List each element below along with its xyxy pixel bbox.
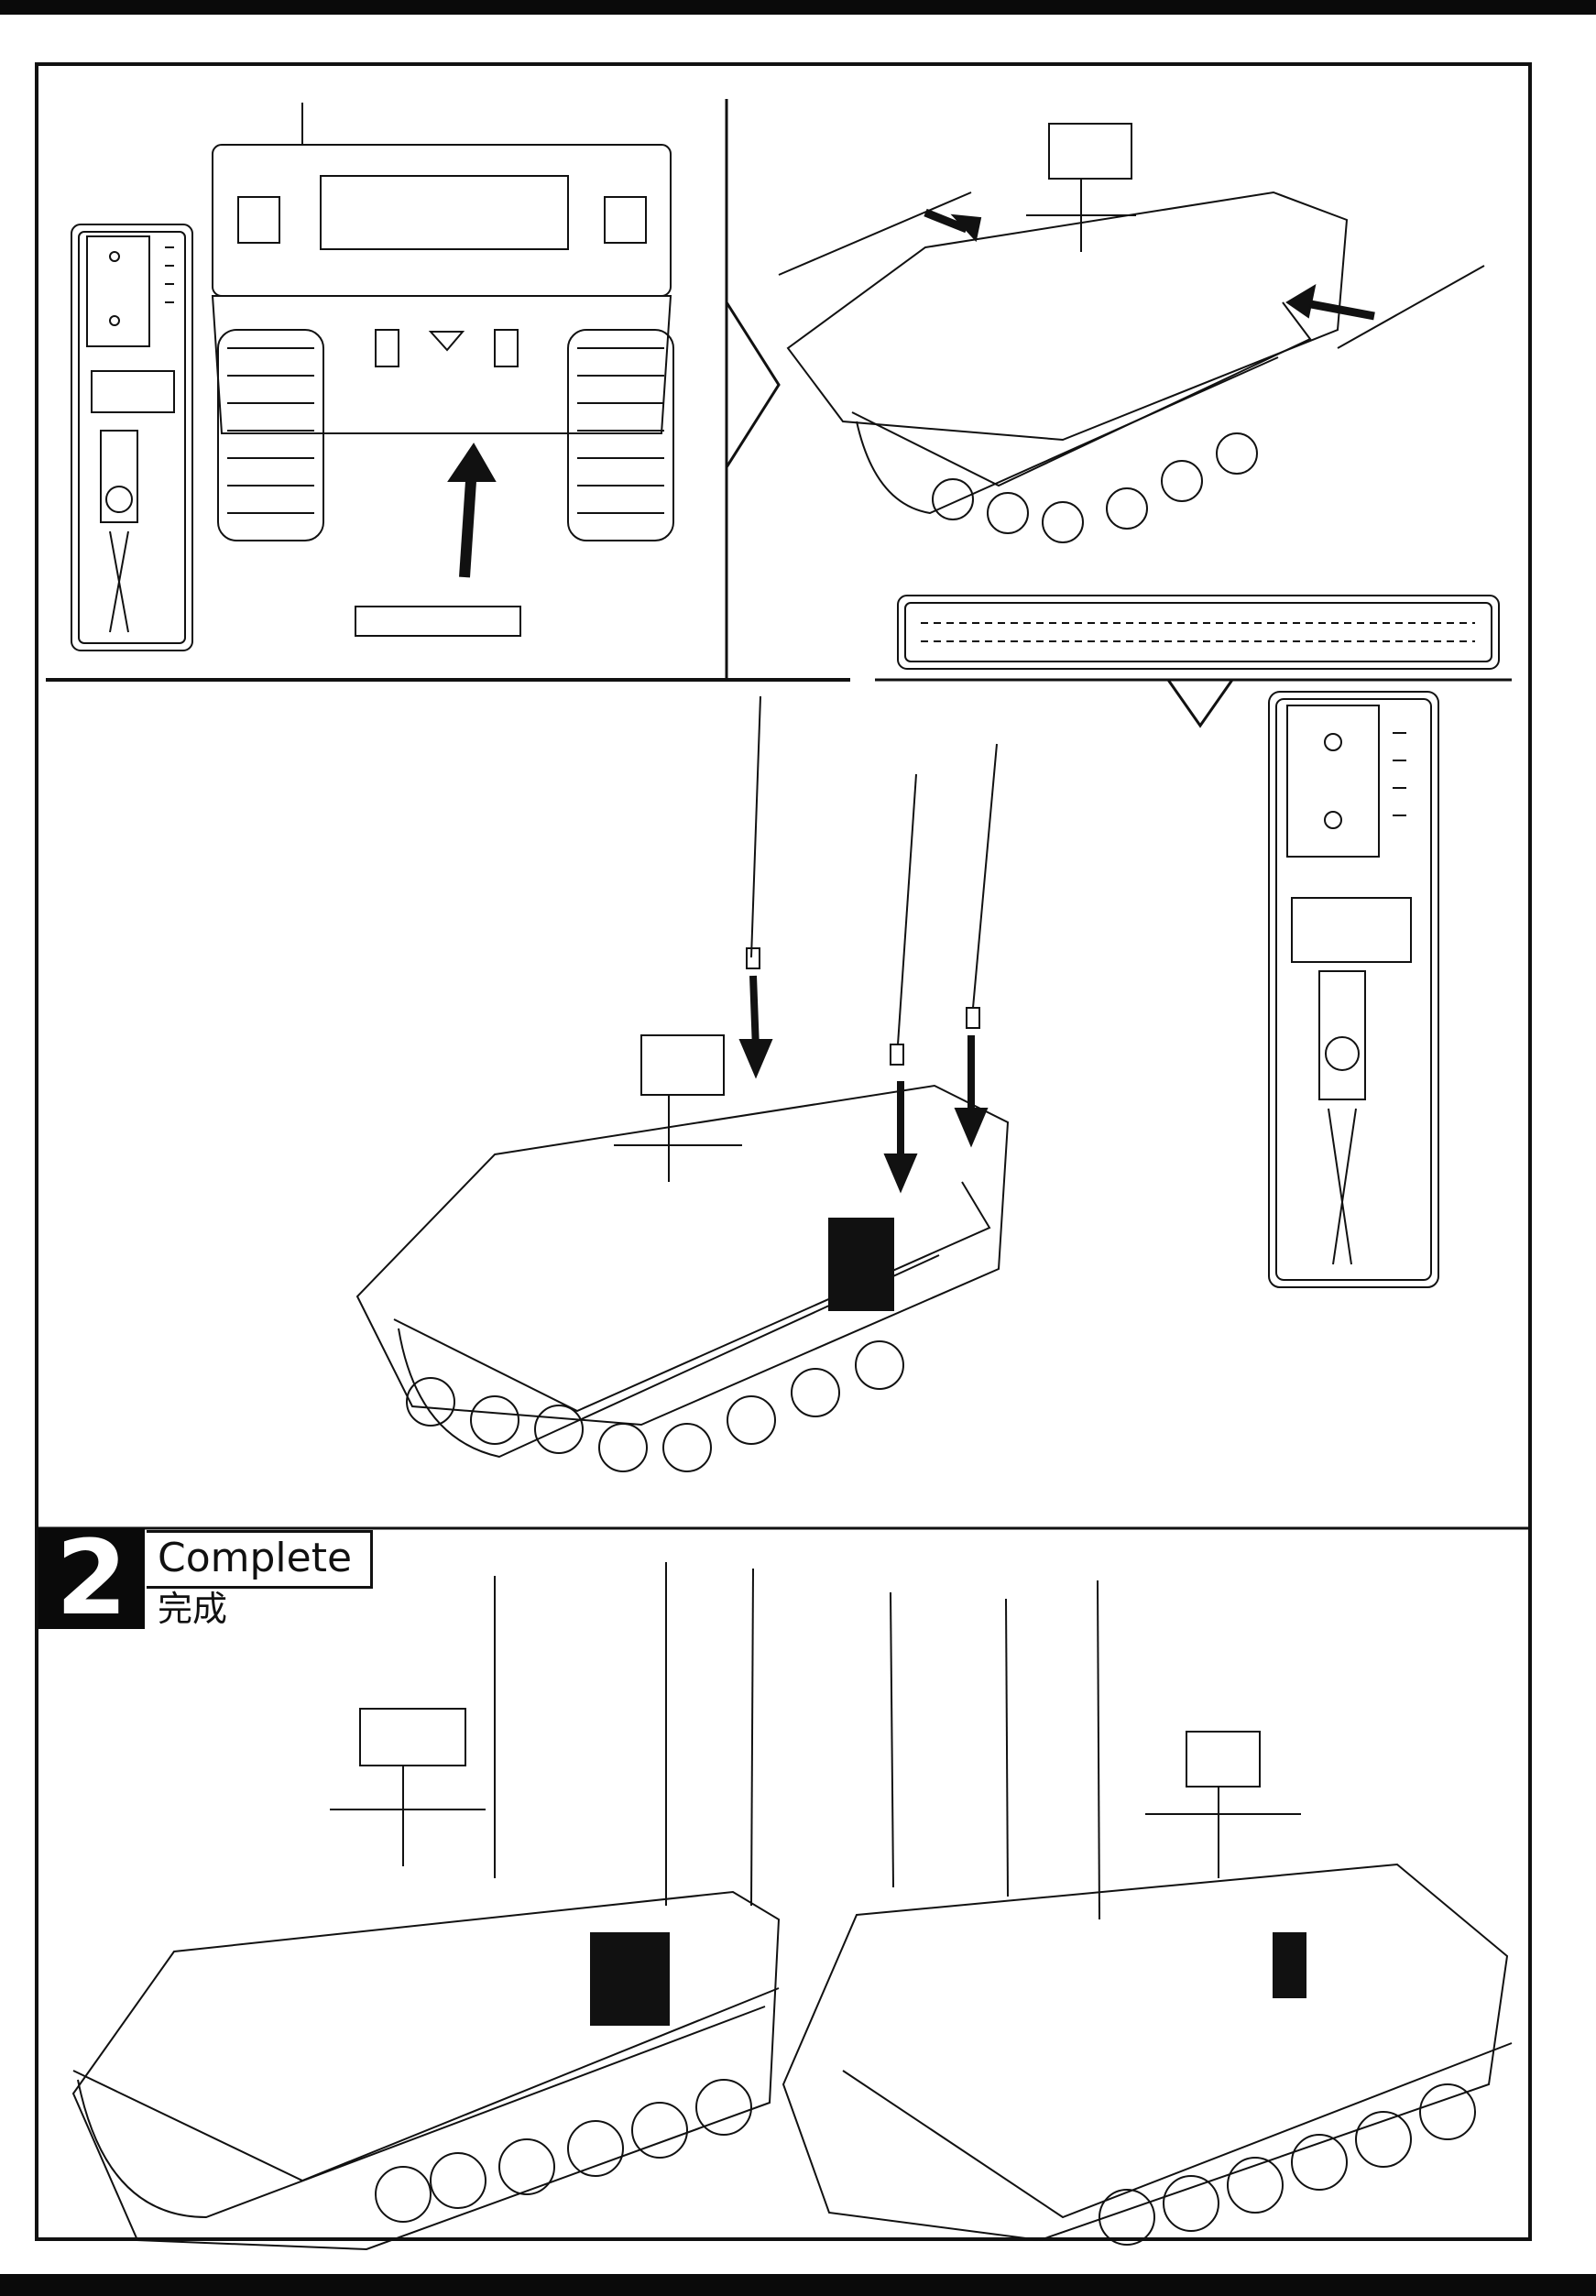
instruction-frame xyxy=(35,62,1532,2241)
bottom-bar xyxy=(0,2274,1596,2296)
step-number-badge: 2 xyxy=(38,1527,145,1630)
vehicle-front-view xyxy=(211,103,674,541)
parts-sprue-antennas xyxy=(897,595,1500,670)
top-bar xyxy=(0,0,1596,15)
pointer-wedge-down xyxy=(1166,679,1234,728)
parts-sprue-left xyxy=(71,224,193,651)
vehicle-complete-right xyxy=(782,1580,1513,2246)
step-title: Complete xyxy=(147,1530,374,1589)
vehicle-complete-left xyxy=(71,1562,781,2251)
part-plate xyxy=(355,606,521,637)
step-subtitle: 完成 xyxy=(158,1589,228,1629)
pointer-wedge xyxy=(725,301,781,468)
vehicle-iso-top-right xyxy=(778,123,1485,543)
parts-sprue-right xyxy=(1268,691,1439,1288)
vehicle-iso-center xyxy=(355,1034,1010,1472)
